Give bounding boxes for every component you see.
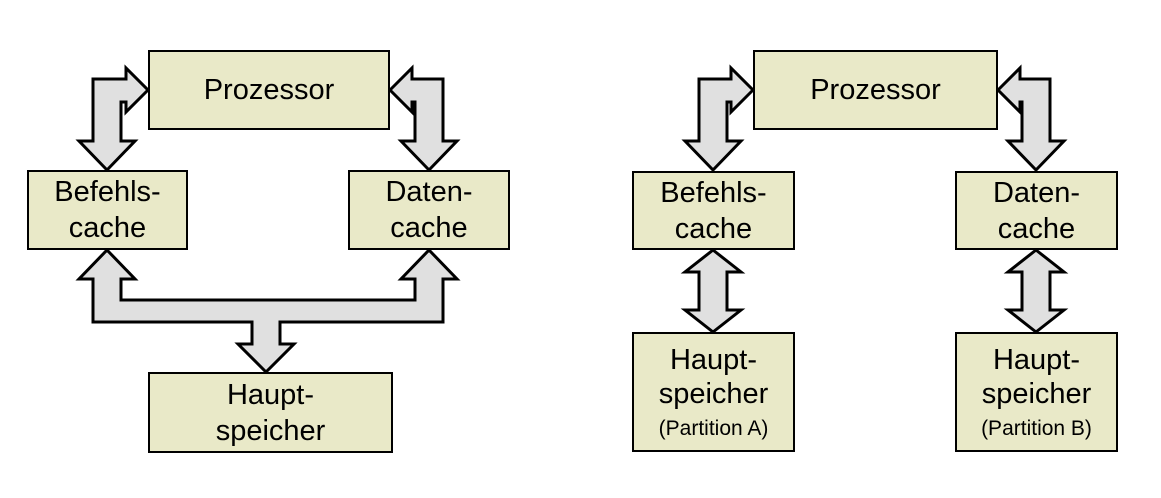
arrow-left-processor-instruction-cache [75,64,151,173]
node-processor-left: Prozessor [148,50,390,130]
node-instruction-cache-left: Befehls- cache [27,170,188,250]
node-label-line2: speicher [981,377,1092,410]
node-label-line1: Daten- [992,176,1081,209]
node-label-line1: Haupt- [992,343,1081,376]
node-partition-note: (Partition A) [658,416,769,440]
node-label-line2: cache [68,212,147,244]
node-label-line1: Haupt- [669,343,758,376]
node-label-line2: cache [997,212,1076,245]
arrow-right-processor-instruction-cache [681,64,756,173]
node-label-line1: Befehls- [54,176,161,208]
node-partition-note: (Partition B) [981,416,1092,440]
node-instruction-cache-right: Befehls- cache [632,171,795,250]
arrow-right-instruction-cache-memory-a [680,248,746,334]
node-label-line1: Haupt- [226,378,315,411]
node-label: Prozessor [810,74,941,106]
node-label: Prozessor [203,74,335,106]
node-main-memory-partition-b: Haupt- speicher (Partition B) [955,332,1118,452]
arrow-left-processor-data-cache [387,64,461,173]
node-data-cache-right: Daten- cache [955,171,1118,250]
arrow-left-caches-main-memory [75,247,461,375]
node-main-memory-partition-a: Haupt- speicher (Partition A) [632,332,795,452]
node-label-line2: speicher [215,414,326,447]
node-data-cache-left: Daten- cache [348,170,510,250]
node-label-line1: Befehls- [660,176,767,209]
node-label-line2: cache [390,212,468,244]
node-label-line1: Daten- [385,176,473,208]
node-label-line2: cache [674,212,753,245]
node-main-memory-left: Haupt- speicher [148,372,393,453]
arrow-right-data-cache-memory-b [1003,248,1069,334]
node-label-line2: speicher [658,377,769,410]
node-processor-right: Prozessor [753,50,998,130]
arrow-right-processor-data-cache [995,64,1068,173]
